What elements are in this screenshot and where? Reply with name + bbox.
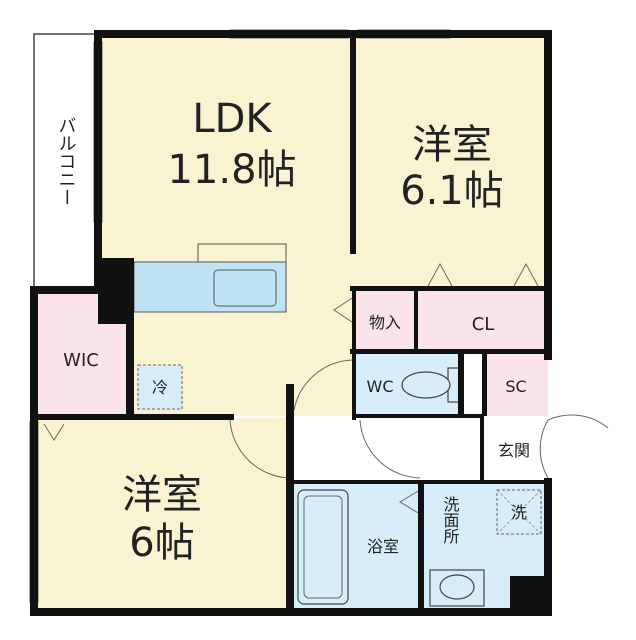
fridge-label: 冷 (152, 378, 168, 397)
bathroom-label: 浴室 (367, 537, 399, 556)
storage-room (354, 289, 418, 352)
wash-basin (429, 569, 485, 607)
washer-label: 洗 (511, 503, 527, 522)
entrance-label: 玄関 (498, 441, 530, 460)
entrance-area (484, 416, 548, 482)
bedroom2-room (34, 418, 292, 612)
shoe-closet-label: SC (505, 377, 526, 396)
wic-label: WIC (63, 350, 99, 371)
bedroom1-room (354, 34, 548, 289)
bathtub (297, 489, 349, 605)
balcony-label: バルコニー (56, 116, 77, 206)
toilet-fixture (401, 367, 461, 403)
bedroom2-name: 洋室 (122, 472, 202, 518)
bedroom2-size: 6帖 (129, 520, 194, 566)
toilet-label: WC (367, 377, 394, 396)
washroom-label: 洗面所 (441, 496, 460, 544)
closet-label: CL (472, 314, 495, 335)
bedroom1-name: 洋室 (412, 122, 492, 168)
kitchen-counter-top (197, 243, 287, 263)
washroom-cabinet (510, 576, 548, 612)
closet-room (418, 289, 548, 352)
walls (30, 30, 552, 616)
bedroom1-size: 6.1帖 (400, 168, 504, 214)
hallway (292, 416, 484, 482)
ldk-name: LDK (192, 96, 273, 142)
ldk-room (98, 34, 354, 416)
shoe-closet-room (485, 352, 548, 416)
fridge-spot (137, 364, 183, 410)
ldk-size: 11.8帖 (167, 147, 296, 193)
kitchen-sink (213, 269, 277, 307)
door-swings (43, 262, 609, 515)
storage-label: 物入 (369, 313, 401, 332)
balcony-area (33, 33, 99, 291)
